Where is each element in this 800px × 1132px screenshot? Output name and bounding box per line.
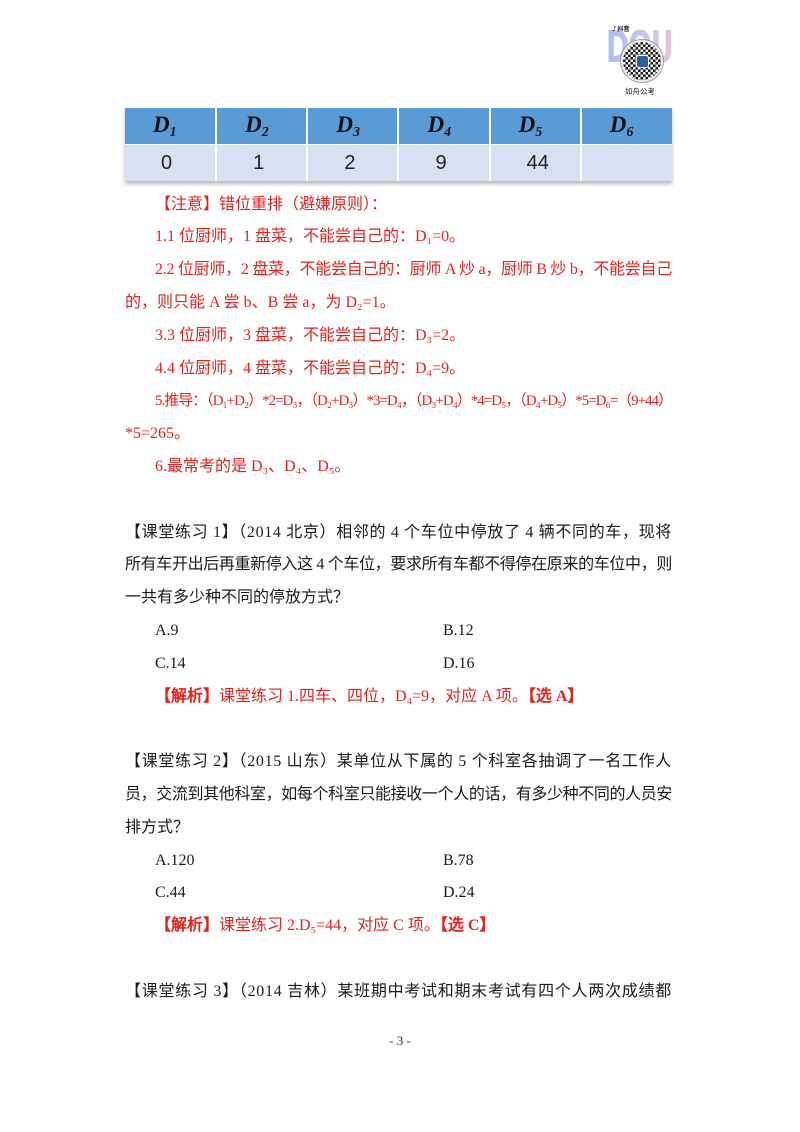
note-line: 4.4 位厨师，4 盘菜，不能尝自己的：D₄=9。 (125, 353, 672, 386)
table-header-cell: D5 (489, 108, 582, 145)
header-subscript: 1 (169, 124, 177, 140)
exercise-stem-text: 一共有多少种不同的停放方式？ (125, 589, 350, 607)
table-row: 0 1 2 9 44 (125, 144, 672, 181)
header-letter: D (609, 111, 627, 137)
exercise-options-row: C.14 D.16 (125, 648, 672, 681)
exercise-options-row: A.9 B.12 (125, 615, 672, 648)
option-d: D.24 (443, 884, 475, 902)
table-header-row: D1 D2 D3 D4 D5 D6 (125, 108, 672, 145)
exercise-stem-text: 所有车开出后再重新停入这 4 个车位，要求所有车都不得停在原来的车位中，则 (125, 556, 672, 574)
exercise-options-row: C.44 D.24 (125, 877, 672, 910)
exercise-stem-line: 【课堂练习 3】（2014 吉林）某班期中考试和期末考试有四个人两次成绩都 (125, 976, 672, 1009)
exercise-stem-line: 一共有多少种不同的停放方式？ (125, 582, 672, 615)
qr-center-avatar-icon (636, 55, 649, 68)
header-letter: D (245, 111, 262, 137)
table-header-cell: D3 (307, 108, 400, 145)
exercise-stem-line: 员，交流到其他科室，如每个科室只能接收一个人的话，有多少种不同的人员安 (125, 779, 672, 812)
note-line-text: *5=265。 (125, 425, 191, 443)
header-letter: D (518, 111, 536, 137)
header-subscript: 5 (535, 124, 543, 140)
page-number: - 3 - (389, 1033, 411, 1048)
option-c: C.14 (155, 654, 186, 672)
table-cell: 0 (125, 144, 218, 181)
exercise-stem-text: 【课堂练习 1】（2014 北京）相邻的 4 个车位中停放了 4 辆不同的车，现… (125, 523, 672, 541)
dou-logo: DOU ♪抖音 如舟公考 (604, 20, 676, 100)
header-subscript: 6 (626, 124, 634, 140)
header-subscript: 3 (352, 124, 360, 140)
option-a: A.9 (155, 621, 179, 639)
note-line-text: 1.1 位厨师，1 盘菜，不能尝自己的：D₁=0。 (155, 228, 466, 246)
note-line-text: 4.4 位厨师，4 盘菜，不能尝自己的：D₄=9。 (155, 359, 466, 377)
exercise-stem-text: 【课堂练习 2】（2015 山东）某单位从下属的 5 个科室各抽调了一名工作人 (125, 753, 672, 771)
table-header-cell: D2 (216, 108, 309, 145)
option-d: D.16 (443, 654, 475, 672)
table-cell-empty (580, 144, 672, 181)
table-header-cell: D6 (580, 108, 672, 145)
option-b: B.78 (443, 851, 474, 869)
note-line: 的，则只能 A 尝 b、B 尝 a，为 D₂=1。 (125, 287, 672, 320)
option-b: B.12 (443, 621, 474, 639)
analysis-text: 课堂练习 2.D₅=44，对应 C 项。 (219, 917, 440, 935)
analysis-label: 【解析】 (155, 687, 220, 705)
table-cell: 44 (489, 144, 582, 181)
note-title: 【注意】错位重排（避嫌原则）： (125, 189, 672, 222)
table-cell: 2 (307, 144, 400, 181)
analysis-text: 课堂练习 1.四车、四位，D₄=9，对应 A 项。 (219, 687, 528, 705)
option-c: C.44 (155, 884, 186, 902)
note-line: 1.1 位厨师，1 盘菜，不能尝自己的：D₁=0。 (125, 221, 672, 254)
header-subscript: 4 (444, 124, 452, 140)
table-cell: 9 (398, 144, 491, 181)
note-line: 3.3 位厨师，3 盘菜，不能尝自己的：D₃=2。 (125, 320, 672, 353)
exercise-stem-line: 【课堂练习 2】（2015 山东）某单位从下属的 5 个科室各抽调了一名工作人 (125, 746, 672, 779)
table-header-cell: D1 (125, 108, 218, 145)
header-letter: D (427, 111, 445, 137)
analysis-label: 【解析】 (155, 917, 220, 935)
qr-code-icon (621, 40, 663, 82)
analysis-answer: 【选 A】 (527, 687, 584, 705)
exercise-options-row: A.120 B.78 (125, 845, 672, 878)
exercise-stem-text: 排方式？ (125, 818, 190, 836)
note-line: *5=265。 (125, 418, 672, 451)
header-subscript: 2 (261, 124, 269, 140)
header-letter: D (336, 111, 353, 137)
tiktok-icon: ♪ (612, 25, 617, 33)
exercise-stem-text: 【课堂练习 3】（2014 吉林）某班期中考试和期末考试有四个人两次成绩都 (125, 982, 672, 1000)
exercise-analysis: 【解析】课堂练习 2.D₅=44，对应 C 项。【选 C】 (125, 910, 672, 943)
option-a: A.120 (155, 851, 195, 869)
exercise-stem-line: 所有车开出后再重新停入这 4 个车位，要求所有车都不得停在原来的车位中，则 (125, 549, 672, 582)
note-line-text: 3.3 位厨师，3 盘菜，不能尝自己的：D₃=2。 (155, 326, 466, 344)
note-title-text: 【注意】错位重排（避嫌原则）： (155, 195, 388, 213)
note-line: 2.2 位厨师，2 盘菜，不能尝自己的：厨师 A 炒 a，厨师 B 炒 b，不能… (125, 254, 672, 287)
logo-caption: 如舟公考 (625, 87, 655, 96)
note-line-text: 5.推导：（D₁+D₂）*2=D₃，（D₂+D₃）*3=D₄，（D₃+D₄）*4… (155, 393, 673, 410)
note-line-text: 6.最常考的是 D₃、D₄、D₅。 (155, 457, 351, 475)
exercise-stem-line: 【课堂练习 1】（2014 北京）相邻的 4 个车位中停放了 4 辆不同的车，现… (125, 517, 672, 550)
blank-line (125, 484, 672, 517)
note-line-text: 的，则只能 A 尝 b、B 尝 a，为 D₂=1。 (125, 293, 396, 311)
note-line-text: 2.2 位厨师，2 盘菜，不能尝自己的：厨师 A 炒 a，厨师 B 炒 b，不能… (155, 261, 672, 279)
derangement-table: D1 D2 D3 D4 D5 D6 0 1 2 9 44 (125, 108, 672, 181)
table-header-cell: D4 (398, 108, 491, 145)
table-cell: 1 (216, 144, 309, 181)
blank-line (125, 943, 672, 976)
note-line: 6.最常考的是 D₃、D₄、D₅。 (125, 451, 672, 484)
note-line: 5.推导：（D₁+D₂）*2=D₃，（D₂+D₃）*3=D₄，（D₃+D₄）*4… (125, 385, 673, 418)
exercise-stem-line: 排方式？ (125, 812, 672, 845)
analysis-answer: 【选 C】 (439, 917, 496, 935)
tiktok-app-name: 抖音 (617, 26, 630, 33)
header-letter: D (153, 111, 170, 137)
document-body: 【注意】错位重排（避嫌原则）： 1.1 位厨师，1 盘菜，不能尝自己的：D₁=0… (125, 189, 673, 1009)
exercise-stem-text: 员，交流到其他科室，如每个科室只能接收一个人的话，有多少种不同的人员安 (125, 785, 672, 803)
blank-line (125, 713, 672, 746)
tiktok-app-label: ♪抖音 (612, 24, 629, 33)
exercise-analysis: 【解析】课堂练习 1.四车、四位，D₄=9，对应 A 项。【选 A】 (125, 681, 672, 714)
